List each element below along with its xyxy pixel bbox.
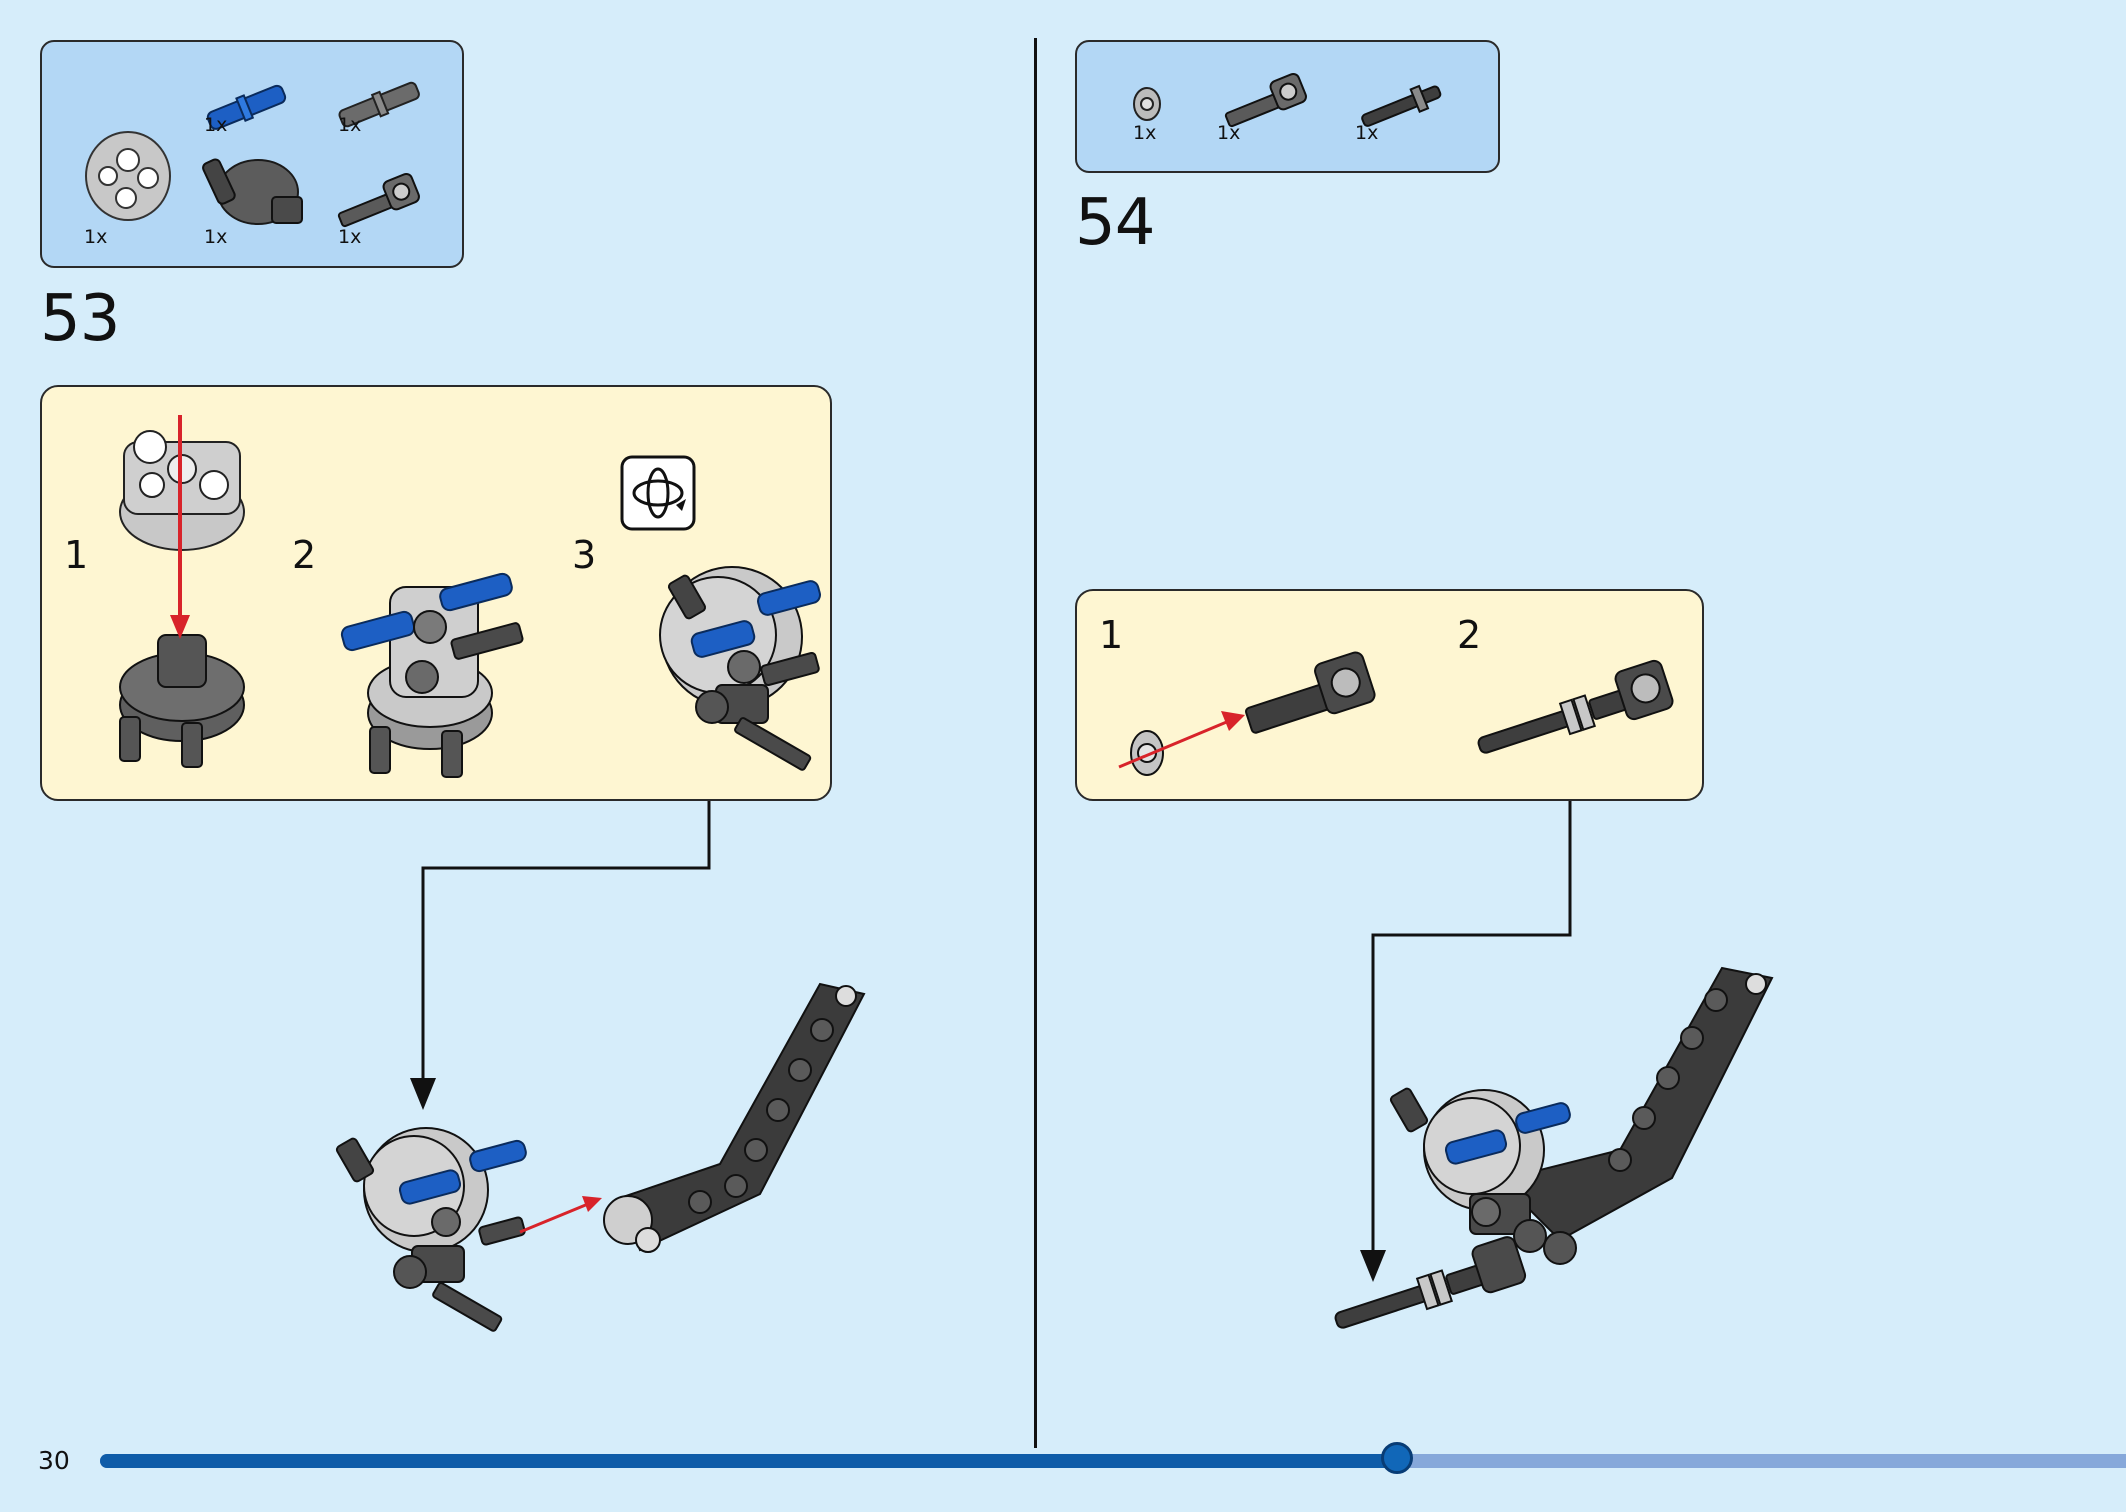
step53-parts-art <box>85 81 420 228</box>
axle-with-stop-icon <box>1361 84 1442 127</box>
step53-substep-2: 2 <box>292 533 317 577</box>
gray-axle-pin-icon <box>338 81 420 128</box>
substep2-assembly <box>1477 659 1674 754</box>
step53-number: 53 <box>40 282 120 356</box>
blue-pin-icon <box>206 84 287 130</box>
step53-part-qty: 1x <box>204 226 228 248</box>
substep1-arrow <box>1118 719 1230 769</box>
dark-gray-dish-icon <box>202 158 303 225</box>
step53-part-qty: 1x <box>338 114 362 136</box>
step53-subassembly-box: 1 2 3 <box>40 385 832 801</box>
step54-part-qty: 1x <box>1217 122 1241 144</box>
step53-part-qty: 1x <box>338 226 362 248</box>
step54-parts-art <box>1133 72 1442 128</box>
substep2-assembly <box>340 572 524 778</box>
page-divider <box>1034 38 1037 1448</box>
substep1-bush <box>1130 730 1164 776</box>
step54-subassembly-box: 1 2 <box>1075 589 1704 801</box>
step54-substep-2: 2 <box>1457 613 1482 657</box>
step54-substep-1: 1 <box>1099 613 1124 657</box>
step53-insert-arrow <box>519 1202 589 1234</box>
substep1-connector <box>1245 651 1376 734</box>
axle-connector-icon <box>1224 72 1307 128</box>
callout-line-54 <box>1371 801 1572 1262</box>
substep1-dish <box>119 634 245 768</box>
progress-fill <box>100 1454 1397 1468</box>
step53-part-qty: 1x <box>84 226 108 248</box>
step54-subassembly-art <box>1118 651 1674 776</box>
callout-line-53 <box>421 801 711 1090</box>
step54-number: 54 <box>1075 186 1155 260</box>
step54-part-qty: 1x <box>1133 122 1157 144</box>
light-gray-hub-icon <box>85 131 171 221</box>
step53-part-qty: 1x <box>204 114 228 136</box>
step53-liftarm <box>603 982 866 1253</box>
substep3-assembly <box>659 566 821 771</box>
progress-knob <box>1380 1442 1413 1474</box>
step53-substep-1: 1 <box>64 533 89 577</box>
step54-full-assembly <box>1334 966 1774 1329</box>
step53-hub-assembly <box>335 1127 527 1332</box>
axle-connector-icon <box>337 172 420 228</box>
progress-track <box>100 1442 2126 1474</box>
bush-icon <box>1133 87 1161 121</box>
page-number: 30 <box>38 1446 70 1475</box>
step54-part-qty: 1x <box>1355 122 1379 144</box>
step53-substep-3: 3 <box>572 533 597 577</box>
step53-parts-box: 1x 1x 1x 1x 1x <box>40 40 464 268</box>
step54-parts-box: 1x 1x 1x <box>1075 40 1500 173</box>
step53-subassembly-art <box>119 415 821 778</box>
rotate-model-icon <box>620 455 696 531</box>
